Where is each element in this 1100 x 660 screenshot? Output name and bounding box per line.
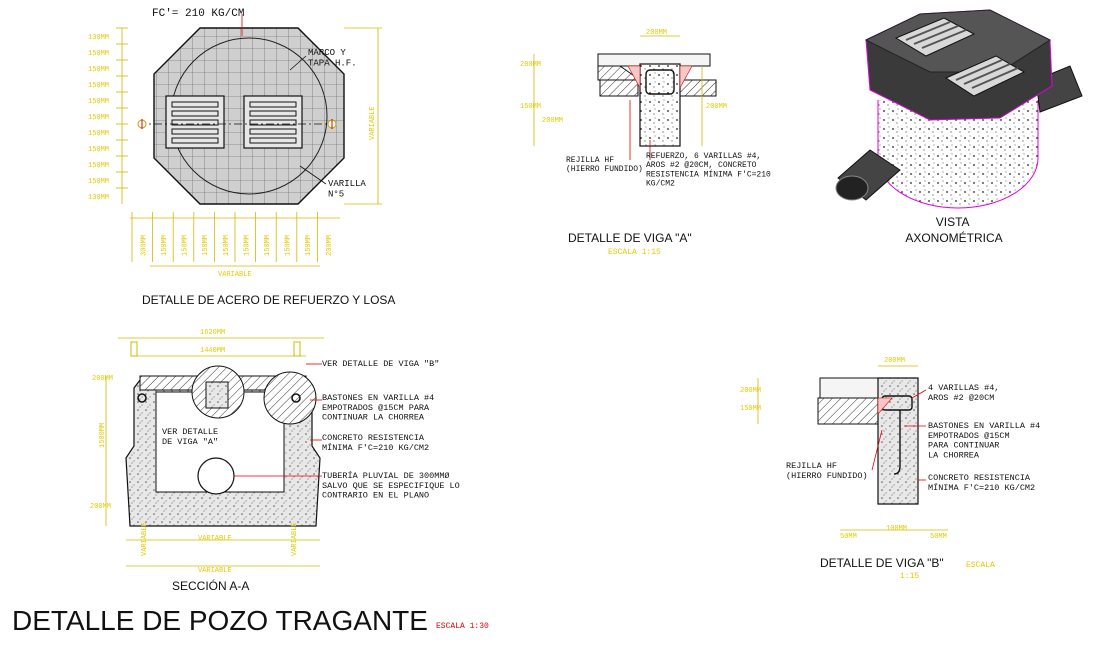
plan-bottom-dim: 300MM (140, 235, 148, 256)
beam-a-caption: DETALLE DE VIGA "A" (568, 231, 692, 245)
plan-bottom-dim: 150MM (285, 235, 293, 256)
axonometric-view: VISTA AXONOMÉTRICA (835, 9, 1083, 245)
plan-left-dim: 150MM (88, 114, 109, 122)
beam-b-scale: ESCALA (966, 561, 995, 570)
section-left-dim-2: 1500MM (99, 423, 107, 448)
beam-a-top-dim: 200MM (646, 29, 667, 37)
section-left-dim-3: 200MM (90, 503, 111, 511)
section-aa: 1620MM 1440MM 200MM 1500MM 200MM VARIABL… (90, 329, 460, 593)
section-marker-right (327, 119, 337, 129)
plan-left-dimensions: 130MM 150MM 150MM 150MM 150MM 150MM 150MM 150MM… (88, 27, 128, 202)
section-bottom-variable: VARIABLE (198, 567, 232, 575)
plan-left-dim: 150MM (88, 162, 109, 170)
beam-b-left-dim-2: 150MM (740, 405, 761, 413)
plan-bottom-variable: VARIABLE (218, 271, 252, 279)
plan-left-dim: 150MM (88, 98, 109, 106)
beam-b-detail: 200MM 200MM 150MM 50MM 100MM 50MM 4 VARI… (740, 357, 1040, 581)
plan-left-dim: 130MM (88, 34, 109, 42)
plan-bottom-dim: 150MM (182, 235, 190, 256)
beam-b-left-dim-1: 200MM (740, 387, 761, 395)
plan-bottom-dim: 150MM (305, 235, 313, 256)
plan-left-dim: 150MM (88, 178, 109, 186)
beam-a-right-dim: 200MM (706, 103, 727, 111)
section-beam-circle-right (263, 371, 317, 425)
drawing-title: DETALLE DE POZO TRAGANTE (12, 605, 428, 636)
section-top-dim-1: 1620MM (200, 329, 225, 337)
section-bottom-dim-1: VARIABLE (141, 522, 149, 556)
beam-a-scale: ESCALA 1:15 (608, 248, 661, 257)
plan-bottom-dim: 200MM (326, 235, 334, 256)
plan-bottom-dimensions: 300MM 150MM 150MM 150MM 150MM 150MM 150MM 150MM… (131, 212, 334, 262)
beam-b-bottom-dim-1: 50MM (840, 533, 857, 541)
section-ver-b: VER DETALLE DE VIGA "B" (322, 359, 439, 369)
drawing-scale: ESCALA 1:30 (436, 622, 489, 631)
beam-a-left-dim-1: 200MM (520, 61, 541, 69)
section-top-dim-2: 1440MM (200, 347, 225, 355)
beam-b-top-dim: 200MM (884, 357, 905, 365)
plan-bottom-dim: 150MM (243, 235, 251, 256)
plan-grate-right (243, 95, 303, 149)
section-bottom-dim-2: VARIABLE (198, 535, 232, 543)
plan-right-dimension: VARIABLE (369, 106, 377, 140)
plan-left-dim: 150MM (88, 130, 109, 138)
section-bottom-dim-3: VARIABLE (291, 522, 299, 556)
plan-grate-left (165, 95, 225, 149)
beam-a-left-dim-3: 200MM (542, 117, 563, 125)
plan-left-dim: 150MM (88, 66, 109, 74)
beam-b-bottom-dim-2: 100MM (886, 525, 907, 533)
beam-b-bottom-dim-3: 50MM (930, 533, 947, 541)
plan-fc-label: FC'= 210 KG/CM (152, 8, 244, 20)
plan-view: 130MM 150MM 150MM 150MM 150MM 150MM 150MM 150MM… (88, 8, 395, 307)
beam-b-caption: DETALLE DE VIGA "B" (820, 556, 944, 570)
plan-bottom-dim: 150MM (223, 235, 231, 256)
axo-caption: VISTA AXONOMÉTRICA (905, 215, 1002, 245)
beam-a-left-dim-2: 150MM (520, 103, 541, 111)
plan-bottom-dim: 150MM (264, 235, 272, 256)
axo-grate-left (894, 17, 976, 57)
section-pipe (197, 457, 235, 495)
plan-bottom-dim: 150MM (202, 235, 210, 256)
section-left-dim-1: 200MM (92, 375, 113, 383)
beam-a-refuerzo-label: REFUERZO, 6 VARILLAS #4,AROS #2 @20CM, C… (646, 152, 771, 189)
plan-left-dim: 130MM (88, 194, 109, 202)
beam-b-varillas: 4 VARILLAS #4,AROS #2 @20CM (928, 383, 999, 403)
plan-caption: DETALLE DE ACERO DE REFUERZO Y LOSA (142, 293, 395, 307)
beam-b-scale-number: 1:15 (900, 572, 919, 581)
beam-a-rejilla-label: REJILLA HF(HIERRO FUNDIDO) (566, 156, 643, 174)
plan-left-dim: 150MM (88, 50, 109, 58)
section-marker-left (137, 119, 147, 129)
axo-pipe-left (835, 149, 901, 201)
plan-bottom-dim: 150MM (161, 235, 169, 256)
beam-a-detail: 200MM 200MM 150MM 200MM 200MM REJILLA HF… (520, 29, 771, 257)
section-caption: SECCIÓN A-A (172, 578, 249, 593)
axo-grate-right (944, 55, 1026, 97)
beam-b-rejilla: REJILLA HF(HIERRO FUNDIDO) (786, 461, 868, 481)
plan-left-dim: 150MM (88, 146, 109, 154)
plan-left-dim: 150MM (88, 82, 109, 90)
